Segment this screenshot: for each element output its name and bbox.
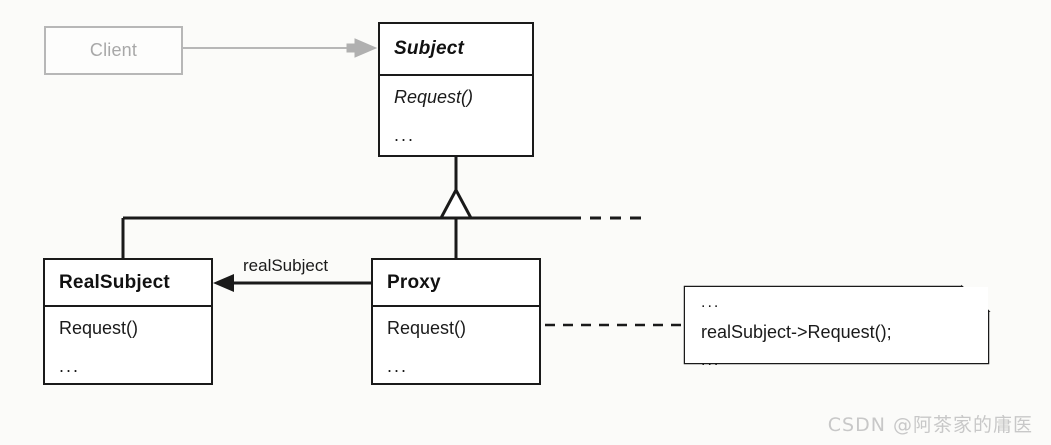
class-name-client: Client [89, 40, 138, 60]
class-name-compartment-proxy: Proxy [373, 260, 539, 307]
class-member-realsubject-request: Request() [59, 318, 139, 338]
class-members-compartment-realsubject: Request() ... [45, 307, 211, 383]
association-label-realsubject: realSubject [243, 256, 329, 275]
arrowhead-client-to-subject [346, 38, 378, 58]
note-line-3: ... [701, 352, 721, 369]
class-name-compartment-subject: Subject [380, 24, 532, 76]
note-text-block: ... realSubject->Request(); ... [701, 295, 978, 369]
note-line-1: ... [701, 294, 721, 311]
class-member-subject-ellipsis: ... [394, 125, 416, 145]
class-name-compartment-realsubject: RealSubject [45, 260, 211, 307]
class-box-client[interactable]: Client [44, 26, 183, 75]
class-name-compartment-client: Client [46, 28, 181, 73]
arrowhead-proxy-to-realsubject [213, 274, 234, 292]
class-member-proxy-ellipsis: ... [387, 356, 409, 376]
csdn-watermark: CSDN @阿茶家的庸医 [827, 414, 1033, 436]
note-box[interactable]: ... realSubject->Request(); ... [685, 287, 988, 369]
class-name-realsubject: RealSubject [59, 271, 170, 293]
class-box-subject[interactable]: Subject Request() ... [378, 22, 534, 157]
note-line-2: realSubject->Request(); [701, 322, 892, 342]
class-name-subject: Subject [394, 38, 465, 59]
class-box-realsubject[interactable]: RealSubject Request() ... [43, 258, 213, 385]
class-members-compartment-subject: Request() ... [380, 76, 532, 155]
class-member-subject-request: Request() [394, 87, 474, 107]
class-box-proxy[interactable]: Proxy Request() ... [371, 258, 541, 385]
class-member-realsubject-ellipsis: ... [59, 356, 81, 376]
generalization-triangle [438, 186, 474, 220]
class-member-proxy-request: Request() [387, 318, 467, 338]
class-name-proxy: Proxy [387, 271, 441, 293]
class-members-compartment-proxy: Request() ... [373, 307, 539, 383]
